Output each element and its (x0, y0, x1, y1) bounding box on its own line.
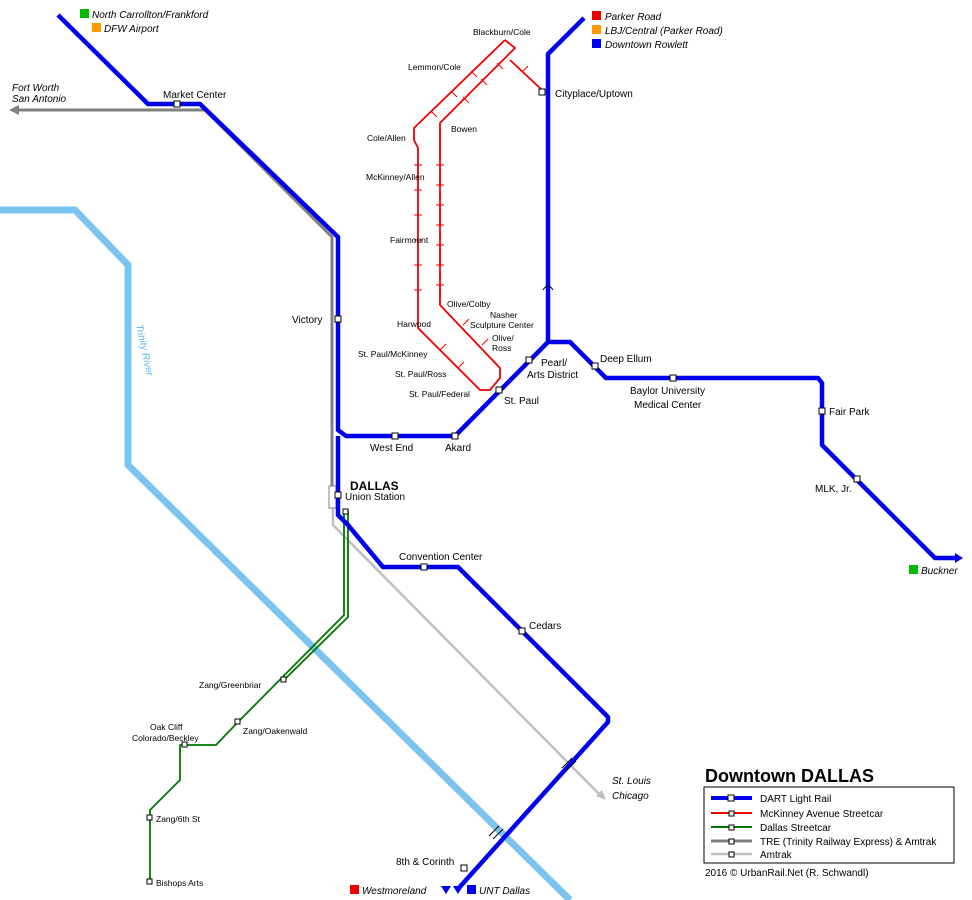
terminal-marker-red (350, 885, 359, 894)
streetcar-stop-label: Colorado/Beckley (132, 733, 199, 743)
city-label: DALLAS (350, 479, 399, 493)
legend-label: Dallas Streetcar (760, 823, 832, 834)
station-label: Deep Ellum (600, 354, 652, 365)
station-label: Pearl/ (541, 358, 567, 369)
terminal-label: Buckner (921, 566, 958, 577)
legend-row-amtrak: Amtrak (711, 850, 793, 861)
terminal-marker-red (592, 11, 601, 20)
buckner-arrow (955, 553, 963, 563)
terminal-label: Fort Worth (12, 83, 60, 94)
dart-lines (56, 13, 958, 892)
legend-label: TRE (Trinity Railway Express) & Amtrak (760, 837, 937, 848)
terminal-label: St. Louis (612, 776, 651, 787)
station-label: St. Paul (504, 396, 539, 407)
streetcar-line (149, 510, 349, 882)
mckinney-stop-label: Bowen (451, 124, 477, 134)
mckinney-stop-label: Olive/ (492, 333, 514, 343)
mckinney-ticks (414, 62, 529, 369)
credit: 2016 © UrbanRail.Net (R. Schwandl) (705, 868, 869, 879)
streetcar-stop-label: Zang/6th St (156, 814, 201, 824)
station-label: Market Center (163, 90, 227, 101)
crossing-ticks (488, 285, 577, 840)
legend: Downtown DALLAS DART Light Rail McKinney… (703, 766, 955, 879)
terminal-marker-green (80, 9, 89, 18)
terminal-marker-green (909, 565, 918, 574)
terminal-label: Parker Road (605, 12, 662, 23)
station-label: Fair Park (829, 407, 871, 418)
legend-label: McKinney Avenue Streetcar (760, 809, 884, 820)
terminal-marker-blue (592, 39, 601, 48)
mckinney-stop-label: Olive/Colby (447, 299, 491, 309)
terminal-label: Westmoreland (362, 886, 427, 897)
station-label: 8th & Corinth (396, 857, 454, 868)
legend-row-streetcar: Dallas Streetcar (711, 823, 832, 834)
terminal-label: North Carrollton/Frankford (92, 10, 209, 21)
legend-row-dart: DART Light Rail (711, 794, 831, 805)
mckinney-stop-label: St. Paul/Ross (395, 369, 447, 379)
tre-arrow (9, 105, 19, 115)
streetcar-stop-label: Zang/Greenbriar (199, 680, 262, 690)
station-label: West End (370, 443, 413, 454)
trinity-river (0, 206, 573, 900)
map-title: Downtown DALLAS (705, 766, 874, 786)
mckinney-stop-label: Nasher (490, 310, 518, 320)
mckinney-stop-label: St. Paul/Federal (409, 389, 470, 399)
terminal-label: DFW Airport (104, 24, 160, 35)
mckinney-stop-label: Harwood (397, 319, 431, 329)
mckinney-stop-label: St. Paul/McKinney (358, 349, 428, 359)
legend-row-mckinney: McKinney Avenue Streetcar (711, 809, 884, 820)
terminal-label: Downtown Rowlett (605, 40, 689, 51)
mckinney-stop-label: Sculpture Center (470, 320, 534, 330)
mckinney-stop-label: Blackburn/Cole (473, 27, 531, 37)
amtrak-arrow (596, 790, 606, 800)
legend-label: Amtrak (760, 850, 793, 861)
legend-row-tre: TRE (Trinity Railway Express) & Amtrak (711, 837, 937, 848)
terminal-label: LBJ/Central (Parker Road) (605, 26, 723, 37)
station-label: Convention Center (399, 552, 483, 563)
terminal-label: San Antonio (12, 94, 67, 105)
station-label: Cedars (529, 621, 561, 632)
station-label: Union Station (345, 492, 405, 503)
mckinney-stop-label: Cole/Allen (367, 133, 406, 143)
legend-label: DART Light Rail (760, 794, 831, 805)
terminal-label: UNT Dallas (479, 886, 530, 897)
mckinney-stop-label: Lemmon/Cole (408, 62, 461, 72)
streetcar-stops (146, 508, 349, 885)
mckinney-line (413, 39, 543, 391)
station-label: Medical Center (634, 400, 702, 411)
westmoreland-arrow (441, 886, 451, 894)
tre-line (18, 108, 334, 490)
terminal-label: Chicago (612, 791, 649, 802)
station-label: MLK, Jr. (815, 484, 852, 495)
streetcar-stop-label: Bishops Arts (156, 878, 203, 888)
mckinney-stop-label: McKinney/Allen (366, 172, 425, 182)
unt-dallas-arrow (453, 886, 463, 894)
river-label: Trinity River (133, 323, 155, 377)
streetcar-stop-label: Zang/Oakenwald (243, 726, 308, 736)
station-label: Arts District (527, 370, 578, 381)
mckinney-stop-label: Ross (492, 343, 511, 353)
mckinney-stop-label: Fairmount (390, 235, 429, 245)
amtrak-line (331, 490, 601, 796)
station-label: Cityplace/Uptown (555, 89, 633, 100)
station-label: Baylor University (630, 386, 705, 397)
terminal-marker-orange (92, 23, 101, 32)
terminal-marker-blue (467, 885, 476, 894)
dart-stations (173, 88, 861, 872)
station-label: Victory (292, 315, 322, 326)
terminal-marker-orange (592, 25, 601, 34)
streetcar-stop-label: Oak Cliff (150, 722, 183, 732)
station-label: Akard (445, 443, 471, 454)
